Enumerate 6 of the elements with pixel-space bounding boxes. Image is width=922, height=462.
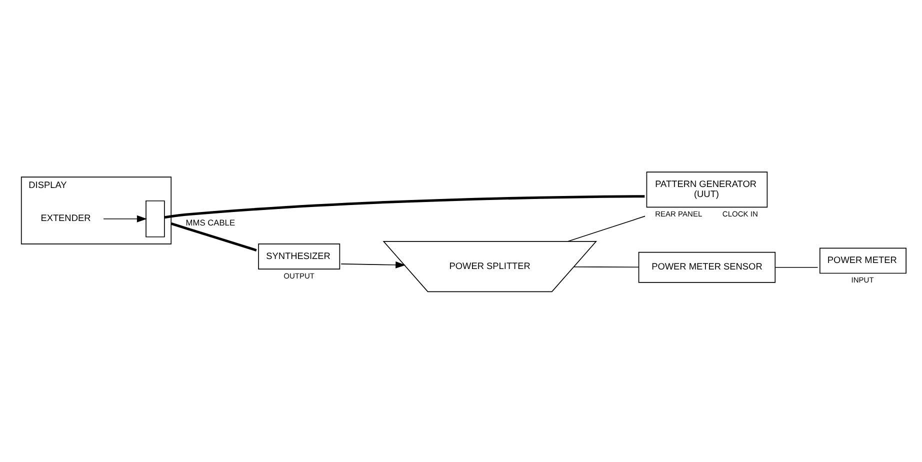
node-label: INPUT — [851, 276, 874, 285]
node-text: EXTENDER — [40, 213, 91, 224]
node-label: CLOCK IN — [722, 210, 758, 219]
node-label: OUTPUT — [284, 271, 315, 280]
edge-label: MMS CABLE — [186, 218, 236, 228]
node-label: REAR PANEL — [655, 210, 702, 219]
